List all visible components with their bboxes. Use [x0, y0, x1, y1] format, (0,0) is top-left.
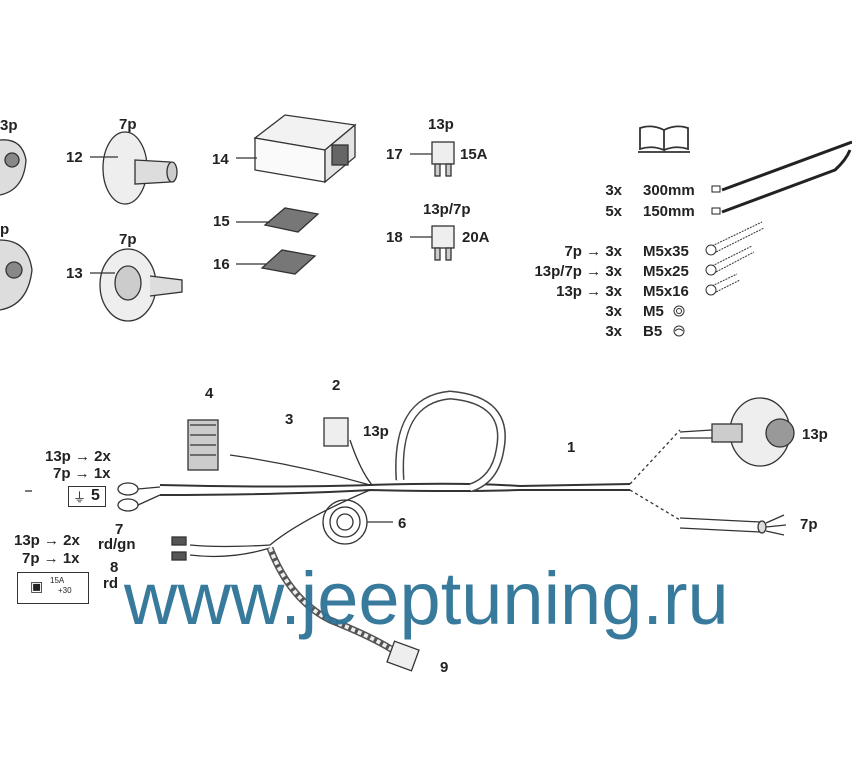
fuse-17-type: 13p	[428, 116, 454, 133]
harness-2-number: 2	[332, 377, 341, 394]
fuse-17-rating: 15A	[460, 146, 488, 163]
accessory-qty: 13p/7p → 3x	[534, 263, 622, 280]
fuse-17-drawing	[410, 141, 455, 177]
end-7p-label: 7p	[800, 516, 818, 533]
harness-1-number: 1	[567, 439, 576, 456]
harness-7-color: rd/gn	[98, 536, 136, 553]
accessory-qty: 3x	[605, 323, 622, 340]
accessory-qty: 3x	[605, 303, 622, 320]
fuse-18-number: 18	[386, 229, 403, 246]
pad-15-drawing	[263, 207, 320, 233]
socket-13p-label: 3p	[0, 117, 18, 134]
fuse-rating-label: 15A	[50, 576, 65, 585]
socket-7p-partial	[0, 239, 33, 311]
power-qty-7p: 7p → 1x	[22, 550, 80, 567]
accessory-qty: 7p → 3x	[564, 243, 622, 260]
accessory-item: M5x25	[643, 263, 689, 280]
cable-ties-drawing	[711, 140, 852, 215]
accessory-item: M5x16	[643, 283, 689, 300]
fuse-18-drawing	[410, 225, 455, 261]
wiring-harness-drawing	[25, 390, 795, 672]
socket-7p-label: p	[0, 221, 10, 238]
harness-9-number: 9	[440, 659, 449, 676]
socket-13-drawing	[90, 248, 183, 322]
pad-16-drawing	[260, 249, 317, 275]
end-13p-label: 13p	[802, 426, 828, 443]
accessory-item: M5	[643, 303, 664, 320]
accessory-qty: 3x	[605, 182, 622, 199]
ground-qty-13p: 13p → 2x	[45, 448, 111, 465]
manual-book-icon	[638, 125, 690, 153]
socket-13-number: 13	[66, 265, 83, 282]
fuse-18-type: 13p/7p	[423, 201, 471, 218]
harness-5-number: 5	[91, 487, 100, 504]
fuse-17-number: 17	[386, 146, 403, 163]
socket-12-drawing	[90, 131, 178, 205]
power-qty-13p: 13p → 2x	[14, 532, 80, 549]
ground-box: ⏚ 5	[68, 486, 106, 507]
socket-13p-partial	[0, 139, 27, 196]
accessory-item: B5	[643, 323, 663, 340]
accessory-qty: 13p → 3x	[556, 283, 622, 300]
accessory-qty: 5x	[605, 203, 622, 220]
screws-drawing	[673, 221, 765, 337]
accessory-item: 150mm	[643, 203, 695, 220]
harness-7-number: 7	[115, 521, 124, 538]
harness-3-number: 3	[285, 411, 294, 428]
socket-12-number: 12	[66, 149, 83, 166]
socket-12-type: 7p	[119, 116, 137, 133]
module-14-number: 14	[212, 151, 229, 168]
pad-16-number: 16	[213, 256, 230, 273]
ground-qty-7p: 7p → 1x	[53, 465, 111, 482]
accessory-item: 300mm	[643, 182, 695, 199]
harness-4-number: 4	[205, 385, 214, 402]
harness-8-color: rd	[103, 575, 118, 592]
battery-icon: ▣	[30, 578, 44, 594]
pad-15-number: 15	[213, 213, 230, 230]
harness-8-number: 8	[110, 559, 119, 576]
socket-13-type: 7p	[119, 231, 137, 248]
fuse-18-rating: 20A	[462, 229, 490, 246]
battery-fuse-box: ▣ 15A +30	[17, 572, 89, 604]
module-14-drawing	[236, 114, 357, 184]
harness-6-number: 6	[398, 515, 407, 532]
harness-2-type: 13p	[363, 423, 389, 440]
ground-icon: ⏚	[73, 490, 87, 505]
terminal-label: +30	[58, 586, 72, 595]
watermark: www.jeeptuning.ru	[124, 557, 729, 640]
accessory-item: M5x35	[643, 243, 689, 260]
